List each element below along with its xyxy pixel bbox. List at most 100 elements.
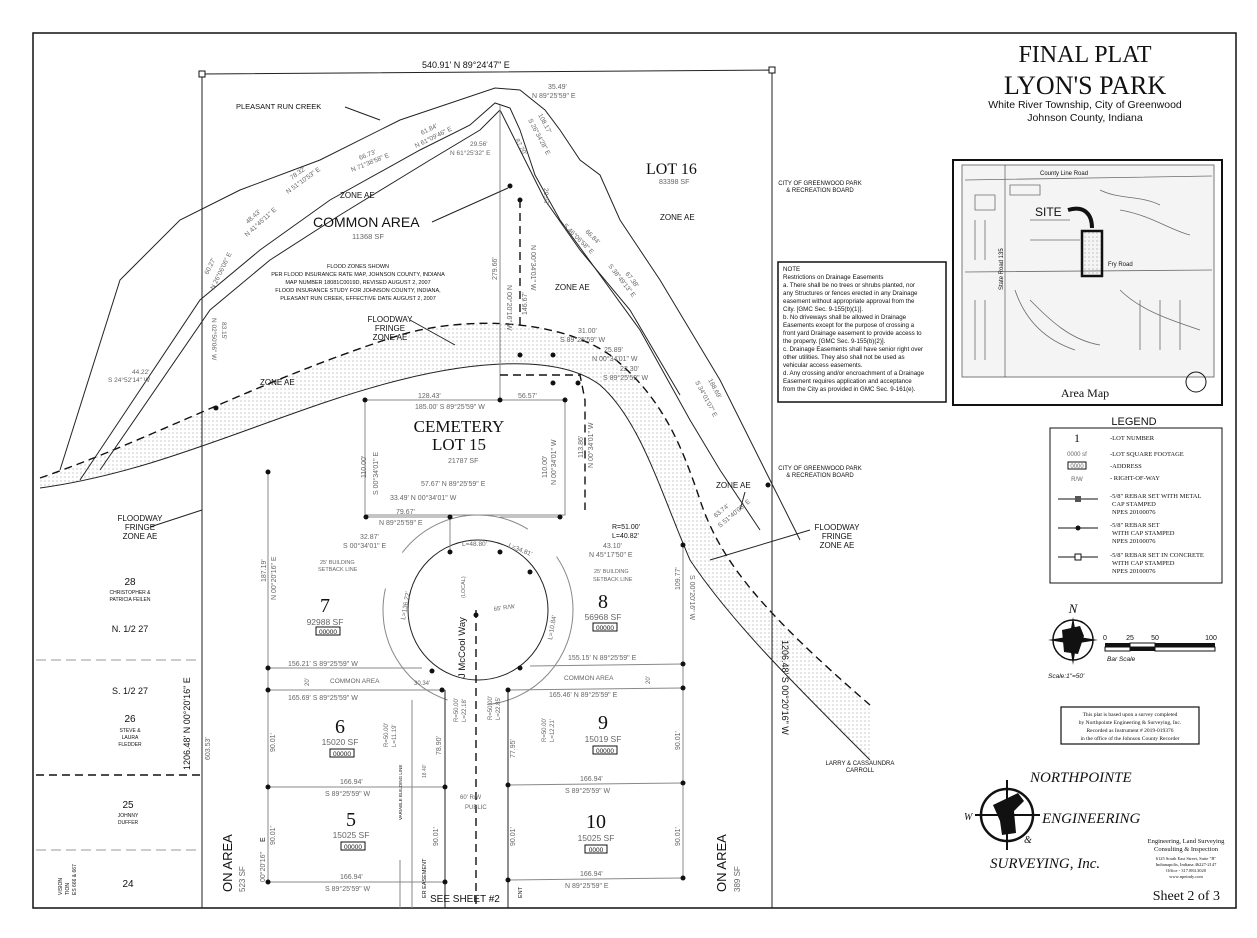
dim-label: 90.01' (270, 826, 277, 845)
dim-label: L=48.80' (462, 541, 487, 548)
common-area-west-sf: 523 SF (238, 866, 247, 892)
adjacent-owner: JOHNNY (118, 813, 139, 819)
adjacent-owner: & RECREATION BOARD (786, 473, 854, 479)
legend-label: CAP STAMPED (1112, 501, 1156, 508)
dim-label: L=10.84' (547, 615, 558, 641)
dim-label: 185.00' S 89°25'59" W (415, 403, 485, 411)
lot-sf: 15025 SF (578, 833, 615, 843)
dim-label: 20' (305, 678, 311, 686)
sheet-number: Sheet 2 of 3 (1153, 889, 1220, 904)
lot-address: 0000 (589, 847, 604, 854)
lot-number: 7 (320, 595, 330, 617)
dim-label: E (260, 837, 267, 842)
dim-label: 90.01' (270, 733, 277, 752)
boundary-top-label: 540.91' N 89°24'47" E (422, 60, 510, 70)
legend-symbol: 1 (1074, 431, 1080, 445)
creek-bank-north (59, 87, 801, 541)
survey-note-line: This plat is based upon a survey complet… (1083, 712, 1178, 718)
dim-label: 165.46' N 89°25'59" E (549, 691, 618, 699)
legend-label: WITH CAP STAMPED (1112, 560, 1175, 567)
compass-w-label: W (964, 812, 974, 823)
adjacent-subdivision: VISION (58, 878, 64, 895)
note-line: the property. [GMC Sec. 9-155(b)(2)]. (783, 338, 886, 345)
note-line: b. No driveways shall be allowed in Drai… (783, 314, 907, 321)
variable-building-line-label: VARIABLE BUILDING LINE (398, 765, 403, 820)
dim-label: 20' (646, 676, 652, 684)
company-address: www.npeindy.com (1169, 874, 1203, 879)
road-label: County Line Road (1040, 171, 1088, 177)
adjacent-owner: CITY OF GREENWOOD PARK (778, 181, 861, 187)
note-line: front yard Drainage easement to provide … (783, 330, 922, 337)
company-name: SURVEYING, Inc. (990, 856, 1100, 872)
dim-label: 29.56' (470, 141, 488, 148)
row-label: 60' R/W (460, 795, 481, 801)
company-address: 6125 South East Street, Suite "B" (1156, 856, 1217, 862)
north-label: N (1068, 601, 1079, 616)
lot-number: 6 (335, 716, 345, 738)
dim-label: N 00°20'16" E (270, 556, 278, 600)
drainage-note: NOTE Restrictions on Drainage Easements … (777, 261, 947, 403)
flood-note-line: FLOOD INSURANCE STUDY FOR JOHNSON COUNTY… (275, 288, 441, 294)
lot-number: 9 (598, 712, 608, 734)
lot-sf: 92988 SF (307, 617, 344, 627)
creek-name: PLEASANT RUN CREEK (236, 102, 321, 111)
legend-label: -5/8" REBAR SET (1110, 522, 1160, 529)
flood-zone-note: FLOOD ZONES SHOWN PER FLOOD INSURANCE RA… (271, 264, 445, 302)
lot-address: 00000 (596, 748, 614, 755)
leader-lines (149, 106, 811, 561)
dim-label: N 89°25'59" E (532, 92, 576, 100)
dim-label: 31.00' (578, 328, 597, 335)
road-label: State Road 135 (999, 248, 1005, 290)
adjacent-owner: PATRICIA FEILEN (110, 597, 151, 603)
dim-label: S 00°34'01" E (343, 542, 387, 550)
zone-ae-label: ZONE AE (660, 213, 695, 222)
dim-label: 279.66' (492, 257, 499, 280)
lot-7: 7 92988 SF 00000 (307, 595, 344, 636)
scale-tick: 100 (1205, 635, 1217, 642)
legend-label: NPES 20100076 (1112, 509, 1156, 516)
dim-label: N 61°25'32" E (450, 149, 491, 157)
dim-label: N 00°34'01" W (529, 245, 537, 291)
dim-label: 110.00' (542, 456, 549, 478)
flood-note-line: PER FLOOD INSURANCE RATE MAP, JOHNSON CO… (271, 272, 445, 278)
dim-label: R=50.00' (488, 696, 494, 720)
dim-label: 155.15' N 89°25'59" E (568, 654, 637, 662)
area-map: SITE County Line Road Fry Road State Roa… (952, 159, 1223, 406)
rebar-metal-cap-icon (1075, 496, 1081, 502)
dim-label: S 00°20'16" W (688, 575, 696, 621)
legend-symbol: R/W (1071, 477, 1083, 483)
floodway-fringe-area (40, 323, 870, 760)
lot-number: 8 (598, 591, 608, 613)
note-line: Easements except for the purpose of cros… (783, 322, 915, 329)
floodway-label-2: FLOODWAY FRINGE ZONE AE (118, 514, 164, 541)
setback-label: SETBACK LINE (318, 567, 358, 573)
road-label: Fry Road (1108, 262, 1133, 268)
lot-9: 9 15019 SF 00000 (585, 712, 622, 755)
dim-label: S 89°25'59" W (603, 374, 649, 382)
cemetery-title: CEMETERY (414, 417, 505, 436)
lot-number: 5 (346, 809, 356, 831)
dim-label: 187.19' (261, 559, 268, 582)
cemetery-access-easement (500, 374, 586, 510)
note-heading: NOTE (783, 266, 800, 273)
adjacent-subdivision: TION (65, 883, 71, 895)
floodway-text: ZONE AE (123, 532, 158, 541)
survey-note-line: Recorded as Instrument # 2019-019376 (1086, 728, 1173, 734)
company-name: ENGINEERING (1041, 811, 1140, 827)
dim-label: N 89°25'59" E (565, 882, 609, 890)
dim-label: 43.10' (603, 543, 622, 550)
note-line: from the City as provided in GMC Sec. 9-… (783, 386, 916, 393)
floodway-text: FLOODWAY (118, 514, 164, 523)
lot-address: 00000 (333, 751, 351, 758)
cul-de-sac (407, 539, 549, 681)
lot-sf: 15019 SF (585, 734, 622, 744)
zone-ae-label: ZONE AE (716, 481, 751, 490)
bar-scale-label: Bar Scale (1107, 656, 1136, 663)
common-area-sf: 11368 SF (352, 232, 384, 241)
dim-label: R=51.00' (612, 524, 640, 531)
legend-title: LEGEND (1111, 416, 1156, 428)
legend-label: -LOT SQUARE FOOTAGE (1110, 451, 1184, 458)
lot-sf: 56968 SF (585, 612, 622, 622)
dim-label: 25.89' (604, 347, 623, 354)
dim-label: 166.94' (340, 779, 363, 786)
